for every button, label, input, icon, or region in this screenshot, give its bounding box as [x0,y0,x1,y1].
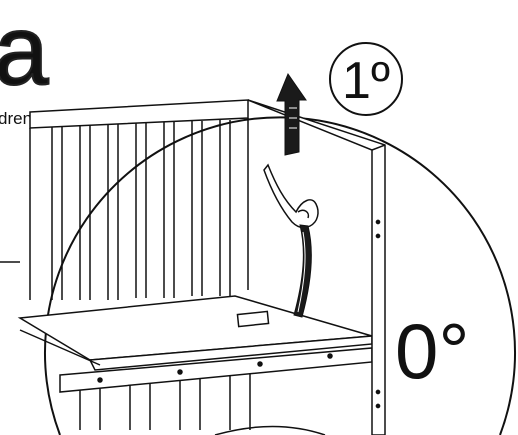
step-label: 1º [342,52,390,110]
base-slot [236,310,270,328]
logo-tail-text: dren [0,109,32,128]
logo-letter: a [0,0,49,105]
setting-label: 0° [395,307,470,395]
crib-slats [51,120,231,300]
strap-handle-icon [293,224,312,318]
brand-logo: a dren [0,0,50,263]
lift-arrow-icon [276,72,307,156]
crib-lower-slats [79,373,251,430]
crib-assembly [17,99,386,435]
step-badge-circle [329,42,403,116]
crib-top-rail [29,99,249,129]
crib-side-panel [247,99,386,435]
step-badge: 1º [329,42,403,116]
hand-icon [263,163,319,229]
detail-circle-inner-arc [214,425,326,435]
